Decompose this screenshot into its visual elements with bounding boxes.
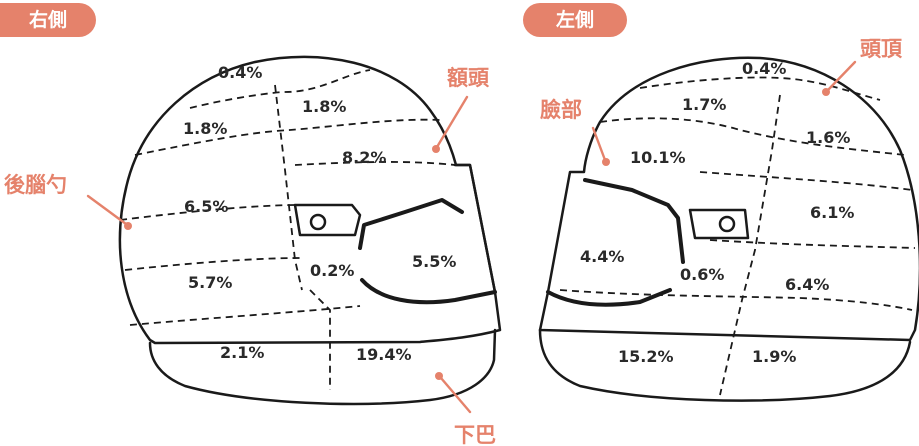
callout-leader-line <box>826 60 857 92</box>
region-divider <box>559 289 913 311</box>
region-label: 0.2% <box>310 261 354 280</box>
region-divider <box>599 117 906 156</box>
region-divider <box>719 94 781 396</box>
region-divider <box>134 118 441 156</box>
region-divider <box>189 69 371 109</box>
callout-dot <box>822 88 830 96</box>
region-label: 1.8% <box>183 119 227 138</box>
face-opening-right <box>293 203 362 237</box>
region-divider <box>124 257 301 271</box>
visor-pivot-left <box>718 215 736 233</box>
callout-chin: 下巴 <box>454 423 496 446</box>
region-label: 5.5% <box>412 252 456 271</box>
helmet-rim-right <box>148 328 497 406</box>
region-divider <box>129 305 361 326</box>
region-label: 10.1% <box>630 148 686 167</box>
region-label: 1.7% <box>682 95 726 114</box>
region-divider <box>639 76 881 101</box>
mouth-port-left <box>546 288 672 307</box>
callout-dot <box>602 158 610 166</box>
region-label: 19.4% <box>356 345 412 364</box>
region-label: 2.1% <box>220 343 264 362</box>
region-label: 1.6% <box>806 128 850 147</box>
callout-leader-line <box>591 126 607 162</box>
visor-right <box>453 163 497 294</box>
region-label: 8.2% <box>342 148 386 167</box>
eye-port-left <box>583 178 685 264</box>
callout-leader-line <box>435 95 469 149</box>
callout-forehead: 額頭 <box>446 66 490 90</box>
region-divider <box>274 84 303 291</box>
region-label: 0.4% <box>218 63 262 82</box>
region-label: 6.1% <box>810 203 854 222</box>
callout-back-of-head: 後腦勺 <box>4 173 67 197</box>
callout-leader-line <box>439 376 472 414</box>
region-label: 5.7% <box>188 273 232 292</box>
region-label: 0.4% <box>742 59 786 78</box>
region-label: 15.2% <box>618 347 674 366</box>
region-label: 4.4% <box>580 247 624 266</box>
face-opening-left <box>688 208 750 240</box>
callout-top-of-head: 頭頂 <box>860 37 903 61</box>
region-label: 1.9% <box>752 347 796 366</box>
callout-dot <box>124 222 132 230</box>
helmet-shell-right <box>118 55 502 345</box>
callouts: 額頭 後腦勺 下巴 頭頂 臉部 <box>4 37 903 446</box>
region-divider <box>709 239 916 249</box>
left-side-helmet <box>538 56 919 402</box>
callout-dot <box>432 145 440 153</box>
region-divider <box>699 171 913 191</box>
callout-face: 臉部 <box>540 98 582 122</box>
helmet-rim-left <box>538 328 912 402</box>
eye-port-right <box>358 198 464 250</box>
right-side-badge: 右側 <box>0 3 96 37</box>
region-label: 6.5% <box>184 197 228 216</box>
right-side-helmet <box>118 55 502 406</box>
region-divider <box>119 204 301 221</box>
region-label: 1.8% <box>302 97 346 116</box>
callout-dot <box>435 372 443 380</box>
region-label: 6.4% <box>785 275 829 294</box>
region-label: 0.6% <box>680 265 724 284</box>
helmet-shell-left <box>538 56 919 342</box>
mouth-port-right <box>360 278 497 305</box>
visor-pivot-right <box>309 213 327 231</box>
left-side-badge: 左側 <box>523 3 627 37</box>
region-divider <box>309 289 331 390</box>
callout-leader-line <box>86 194 128 226</box>
